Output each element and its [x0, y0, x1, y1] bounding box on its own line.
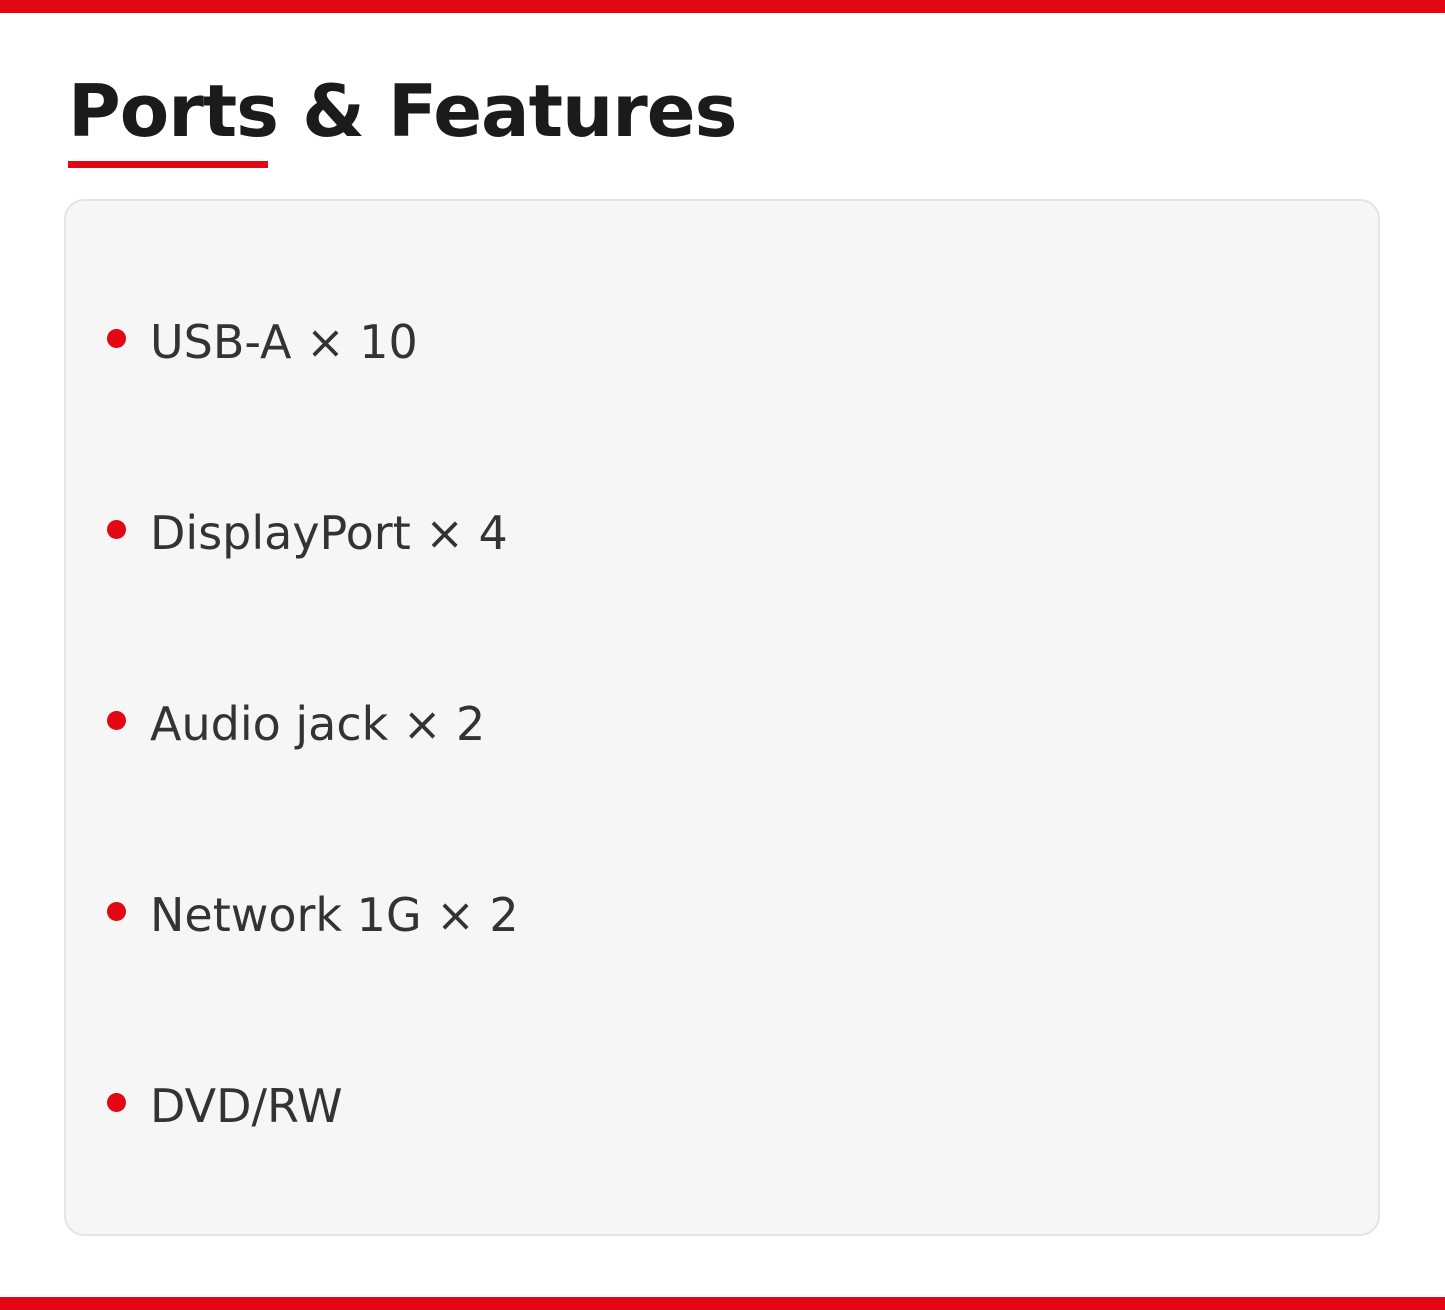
top-accent-bar: [0, 0, 1445, 13]
features-card: USB-A × 10 DisplayPort × 4 Audio jack × …: [64, 199, 1380, 1236]
bullet-dot-icon: [107, 1093, 126, 1112]
bullet-dot-icon: [107, 711, 126, 730]
feature-item-audio-jack: Audio jack × 2: [66, 583, 1266, 751]
page-title: Ports & Features: [68, 69, 737, 153]
feature-label: DVD/RW: [150, 1079, 343, 1133]
title-underline: [68, 161, 268, 168]
bullet-dot-icon: [107, 902, 126, 921]
feature-label: USB-A × 10: [150, 315, 418, 369]
bullet-dot-icon: [107, 329, 126, 348]
feature-item-network: Network 1G × 2: [66, 774, 1266, 942]
feature-item-dvd-rw: DVD/RW: [66, 965, 1266, 1133]
feature-item-usb-a: USB-A × 10: [66, 201, 1266, 369]
feature-label: Network 1G × 2: [150, 888, 519, 942]
feature-label: Audio jack × 2: [150, 697, 486, 751]
feature-label: DisplayPort × 4: [150, 506, 508, 560]
bottom-accent-bar: [0, 1297, 1445, 1310]
feature-item-displayport: DisplayPort × 4: [66, 392, 1266, 560]
bullet-dot-icon: [107, 520, 126, 539]
